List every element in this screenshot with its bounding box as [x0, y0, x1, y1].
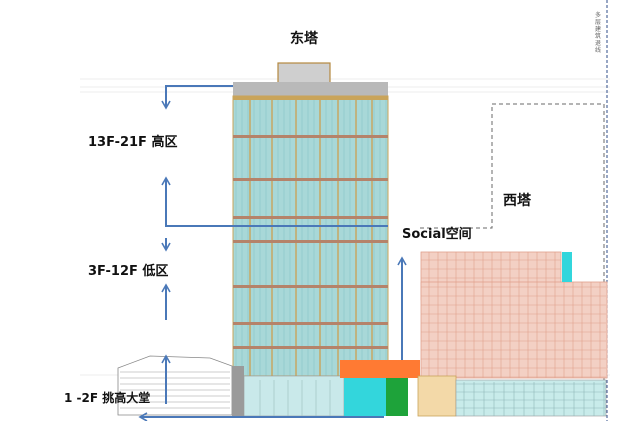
lowrise-left [117, 355, 233, 416]
east-tower-cyan-base [344, 378, 386, 416]
floor-band [233, 346, 388, 349]
west-tower-body [420, 281, 608, 379]
podium-green-panel [386, 378, 408, 416]
floor-band [233, 240, 388, 243]
east-tower-roof-slab [233, 82, 388, 96]
floor-band [233, 178, 388, 181]
floor-band [233, 322, 388, 325]
arrow-head [397, 256, 407, 266]
east-tower-label: 东塔 [290, 31, 318, 47]
east-tower-grid [233, 96, 388, 376]
east-tower-roof-box [277, 62, 331, 84]
zone-divider-line [165, 178, 388, 227]
arrow-head [161, 283, 171, 293]
arrow-head [161, 176, 171, 186]
lobby-label: 1 -2F 挑高大堂 [64, 391, 151, 405]
floor-band [233, 285, 388, 288]
high-zone-label: 13F-21F 高区 [88, 135, 178, 150]
floor-band [233, 216, 388, 219]
social-orange-block [340, 360, 420, 378]
podium-right-base [455, 379, 607, 417]
east-tower-lobby [243, 375, 345, 417]
zone-arrows [138, 85, 407, 421]
high-zone-arrow [165, 85, 233, 108]
floor-band [233, 135, 388, 138]
arrow-head [161, 354, 171, 364]
setback-note: 多层建筑退线 [595, 12, 602, 54]
west-tower-label: 西塔 [503, 193, 531, 209]
arrow-head [161, 242, 171, 252]
social-space-label: Social空间 [402, 227, 472, 242]
west-tower [420, 251, 608, 379]
podium-tan-panel [417, 375, 457, 417]
parapet-band [233, 96, 388, 100]
east-tower-dark-base [232, 366, 244, 416]
low-zone-label: 3F-12F 低区 [88, 264, 169, 279]
arrow-head [138, 412, 148, 421]
west-tower-dashed-outline [420, 103, 605, 400]
east-tower [232, 62, 389, 417]
arrow-head [161, 100, 171, 110]
west-tower-cyan-strip [562, 252, 572, 282]
social-podium [340, 360, 607, 417]
west-tower-grid [421, 252, 606, 378]
